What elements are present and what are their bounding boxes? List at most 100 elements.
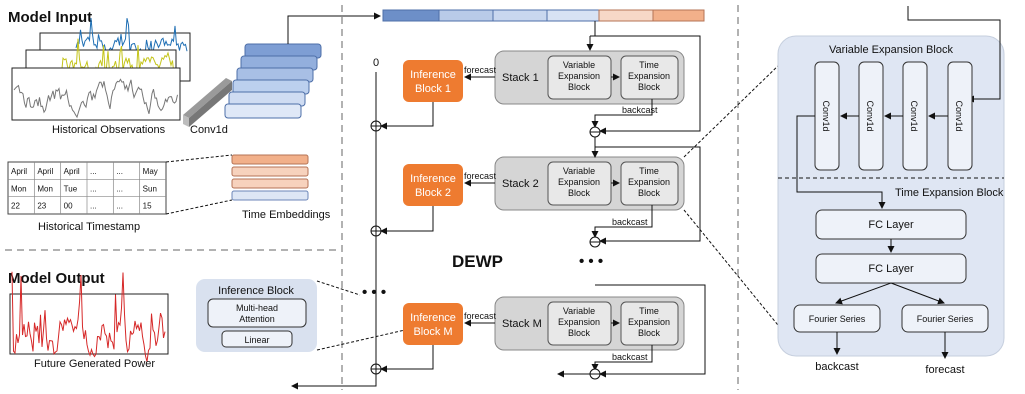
stack-m xyxy=(494,296,685,351)
s1-time-l2: Expansion xyxy=(628,71,670,81)
timestamp-cell: Tue xyxy=(64,184,78,193)
conv1d-label: Conv1d xyxy=(190,124,228,136)
timestamp-cell: 22 xyxy=(11,202,20,211)
time-embeddings-label: Time Embeddings xyxy=(242,209,331,221)
timestamp-cell: ... xyxy=(116,184,123,193)
embedding-to-bar-arrow xyxy=(287,12,381,44)
legend-dashed-bottom xyxy=(316,329,406,351)
timestamp-cell: ... xyxy=(90,167,97,176)
model-input-title: Model Input xyxy=(8,9,92,26)
s1-time-l3: Block xyxy=(638,82,661,92)
stack-2-label: Stack 2 xyxy=(502,178,539,190)
stacks-ellipsis: • • • xyxy=(579,253,603,270)
ts-dashed-top xyxy=(165,154,233,163)
forecast-label-m: forecast xyxy=(464,311,497,321)
forecast-label-2: forecast xyxy=(464,171,497,181)
linear-box xyxy=(221,330,293,348)
sm-time-l2: Expansion xyxy=(628,317,670,327)
inference-legend-title: Inference Block xyxy=(218,285,294,297)
right-forecast-label: forecast xyxy=(925,364,964,376)
future-power-chart xyxy=(9,293,169,355)
top-input-bar xyxy=(382,9,705,22)
inference-block-m xyxy=(403,303,463,345)
ts-dashed-bottom xyxy=(165,199,233,215)
linear-label: Linear xyxy=(244,335,269,345)
inference-block-2 xyxy=(403,164,463,206)
model-output-title: Model Output xyxy=(8,270,105,287)
embedding-stack xyxy=(224,43,322,119)
sm-var-l2: Expansion xyxy=(558,317,600,327)
time-expansion-title: Time Expansion Block xyxy=(895,187,1004,199)
sum-node-2 xyxy=(370,225,382,237)
timestamp-cell: May xyxy=(143,167,158,176)
stack-1-label: Stack 1 xyxy=(502,72,539,84)
sum-node-m xyxy=(370,363,382,375)
minus-node-2 xyxy=(589,236,601,248)
fourier-series-2-label: Fourier Series xyxy=(917,314,974,324)
stack-m-label: Stack M xyxy=(502,318,542,330)
s1-time-l1: Time xyxy=(639,60,659,70)
sum-node-1 xyxy=(370,120,382,132)
s1-var-l3: Block xyxy=(568,82,591,92)
timestamp-cell: ... xyxy=(116,202,123,211)
series-blue xyxy=(75,18,188,60)
s2-time-l3: Block xyxy=(638,188,661,198)
timestamp-cell: 15 xyxy=(143,202,152,211)
s1-var-l2: Expansion xyxy=(558,71,600,81)
timestamp-cell: Sun xyxy=(143,184,157,193)
conv1d-text-3: Conv1d xyxy=(909,100,919,131)
backcast-label-1: backcast xyxy=(622,105,658,115)
dewp-label: DEWP xyxy=(452,252,503,271)
fourier-series-1-label: Fourier Series xyxy=(809,314,866,324)
timestamp-cell: Mon xyxy=(11,184,27,193)
inference-block-1-line2: Block 1 xyxy=(415,83,451,95)
timestamp-cell: ... xyxy=(116,167,123,176)
conv1d-text-2: Conv1d xyxy=(865,100,875,131)
sm-time-l3: Block xyxy=(638,328,661,338)
historical-timestamp-label: Historical Timestamp xyxy=(38,221,140,233)
backcast-label-2: backcast xyxy=(612,217,648,227)
time-embedding-bars xyxy=(231,154,309,201)
sm-var-l3: Block xyxy=(568,328,591,338)
historical-observations-label: Historical Observations xyxy=(52,124,166,136)
timestamp-cell: 00 xyxy=(64,202,73,211)
legend-dashed-top xyxy=(316,280,361,296)
s2-time-l1: Time xyxy=(639,166,659,176)
conv1d-prism xyxy=(183,78,232,127)
inference-block-m-line2: Block M xyxy=(413,326,452,338)
sum-ellipsis: • • • xyxy=(362,284,386,301)
inference-block-2-line2: Block 2 xyxy=(415,187,451,199)
multihead-attention-box xyxy=(207,298,307,328)
stack-1 xyxy=(494,50,685,105)
backcast-label-m: backcast xyxy=(612,352,648,362)
right-backcast-label: backcast xyxy=(815,361,858,373)
inference-block-1-line1: Inference xyxy=(410,69,456,81)
series-red xyxy=(11,271,166,362)
conv1d-text-4: Conv1d xyxy=(954,100,964,131)
conv1d-text-1: Conv1d xyxy=(821,100,831,131)
sm-time-l1: Time xyxy=(639,306,659,316)
minus-node-1 xyxy=(589,126,601,138)
forecast-label-1: forecast xyxy=(464,65,497,75)
zoom-line-bottom xyxy=(683,209,783,331)
stack-2 xyxy=(494,156,685,211)
timestamp-cell: ... xyxy=(90,202,97,211)
timestamp-cell: 23 xyxy=(37,202,46,211)
s2-var-l1: Variable xyxy=(563,166,595,176)
sm-var-l1: Variable xyxy=(563,306,595,316)
historical-observations-chart xyxy=(11,18,191,121)
series-gray xyxy=(13,78,178,119)
inference-block-1 xyxy=(403,60,463,102)
zero-label: 0 xyxy=(373,57,379,69)
fc-layer-1-label: FC Layer xyxy=(868,219,914,231)
fc-layer-2-label: FC Layer xyxy=(868,263,914,275)
inference-block-2-line1: Inference xyxy=(410,173,456,185)
timestamp-cell: April xyxy=(64,167,80,176)
future-generated-power-label: Future Generated Power xyxy=(34,358,155,370)
zoom-line-top xyxy=(683,61,783,158)
multihead-line1: Multi-head xyxy=(236,303,278,313)
multihead-line2: Attention xyxy=(239,314,275,324)
s2-time-l2: Expansion xyxy=(628,177,670,187)
